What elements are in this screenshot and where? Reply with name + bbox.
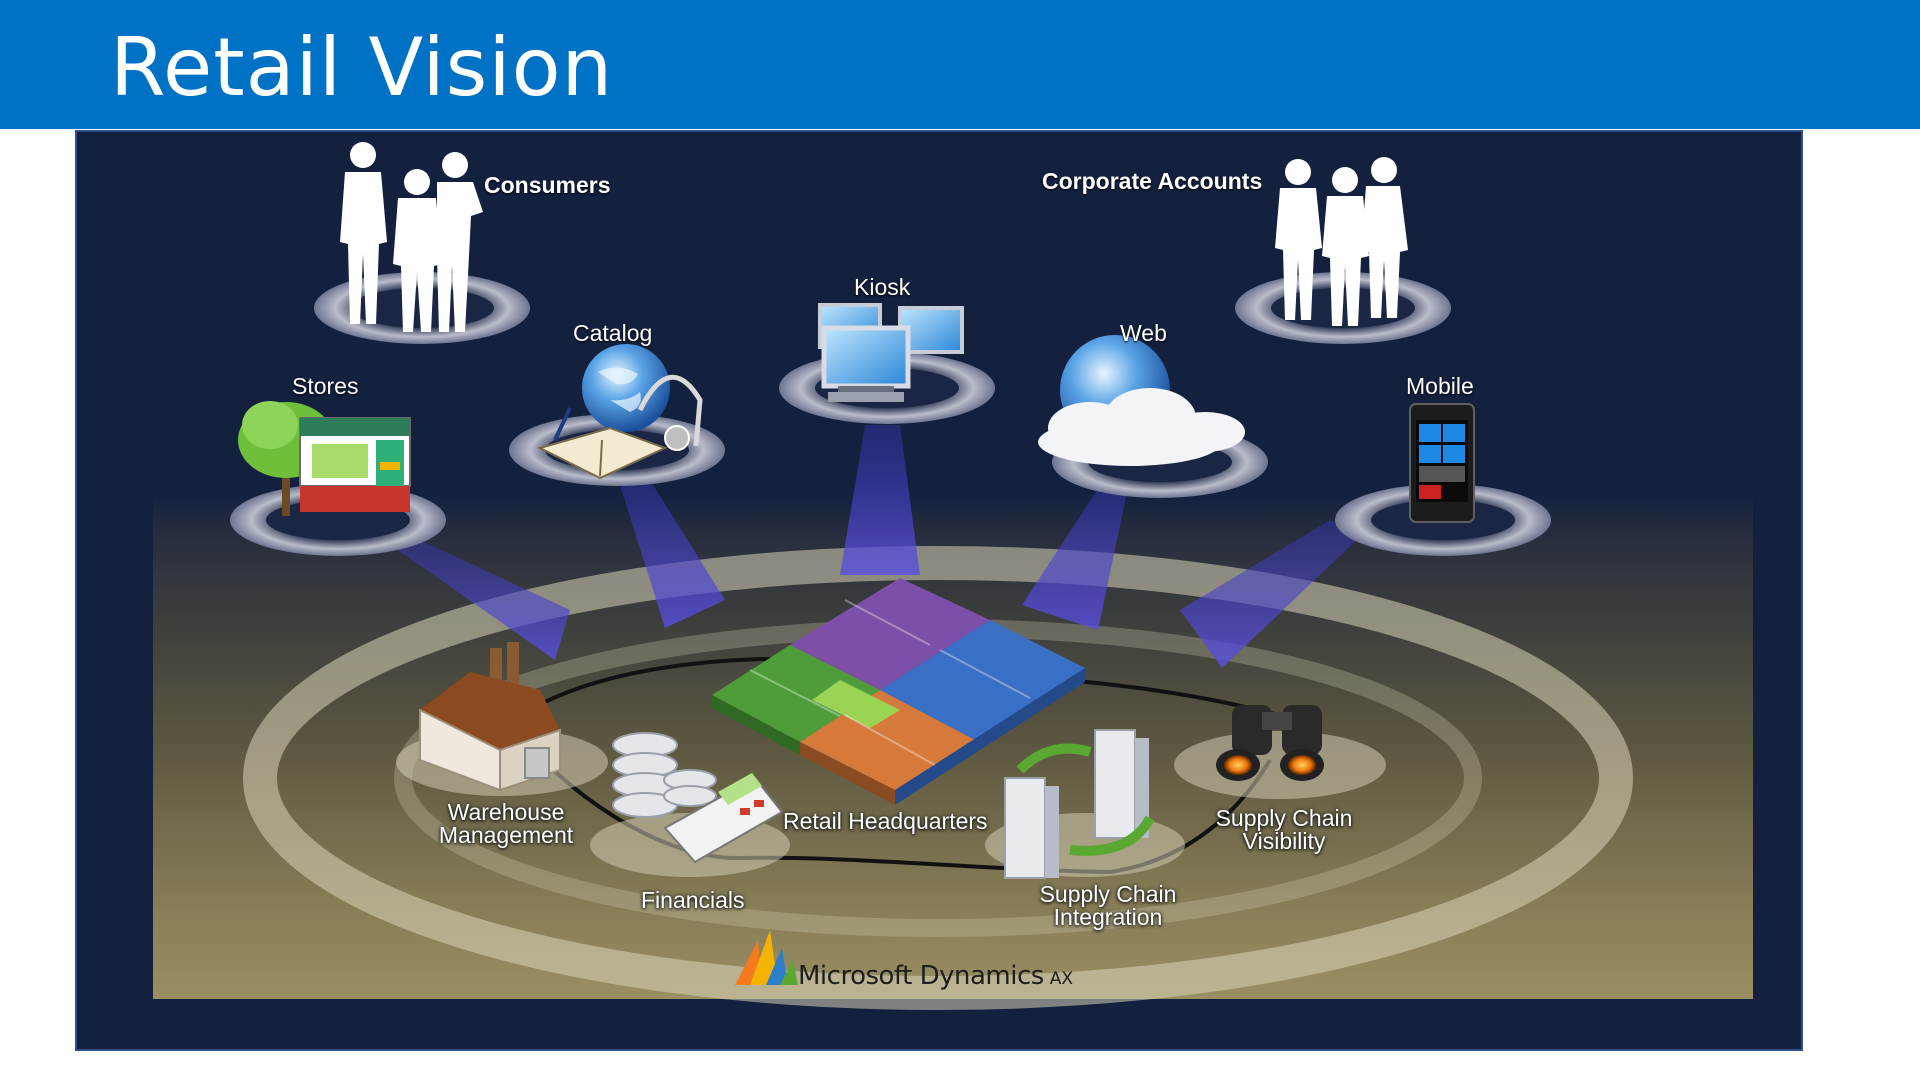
- label-web: Web: [1120, 320, 1167, 347]
- label-warehouse-line1: Warehouse: [436, 801, 576, 824]
- label-stores: Stores: [292, 373, 358, 400]
- label-supply-chain-visibility: Supply Chain Visibility: [1206, 807, 1362, 853]
- label-sci-line1: Supply Chain: [1030, 883, 1186, 906]
- label-catalog: Catalog: [573, 320, 652, 347]
- beam-catalog: [620, 480, 725, 628]
- label-mobile: Mobile: [1406, 373, 1474, 400]
- mobile-phone-icon: [1410, 404, 1474, 522]
- label-consumers: Consumers: [484, 172, 611, 199]
- corporate-people-icon: [1275, 157, 1408, 326]
- beam-kiosk: [840, 425, 920, 575]
- brand-text: Microsoft Dynamics: [798, 961, 1044, 991]
- label-scv-line1: Supply Chain: [1206, 807, 1362, 830]
- brand-suffix: AX: [1050, 969, 1073, 989]
- label-scv-line2: Visibility: [1206, 830, 1362, 853]
- warehouse-building-icon: [420, 642, 560, 790]
- retail-headquarters-floor-icon: [712, 578, 1085, 805]
- microsoft-dynamics-logo-icon: [735, 930, 798, 985]
- label-sci-line2: Integration: [1030, 906, 1186, 929]
- label-kiosk: Kiosk: [854, 274, 910, 301]
- label-supply-chain-integration: Supply Chain Integration: [1030, 883, 1186, 929]
- label-warehouse-line2: Management: [436, 824, 576, 847]
- web-cloud-icon: [1038, 335, 1245, 466]
- label-retail-headquarters: Retail Headquarters: [783, 808, 988, 835]
- label-warehouse-management: Warehouse Management: [436, 801, 576, 847]
- brand-name: Microsoft Dynamics AX: [798, 961, 1073, 991]
- label-corporate-accounts: Corporate Accounts: [1042, 168, 1262, 195]
- label-financials: Financials: [641, 887, 745, 914]
